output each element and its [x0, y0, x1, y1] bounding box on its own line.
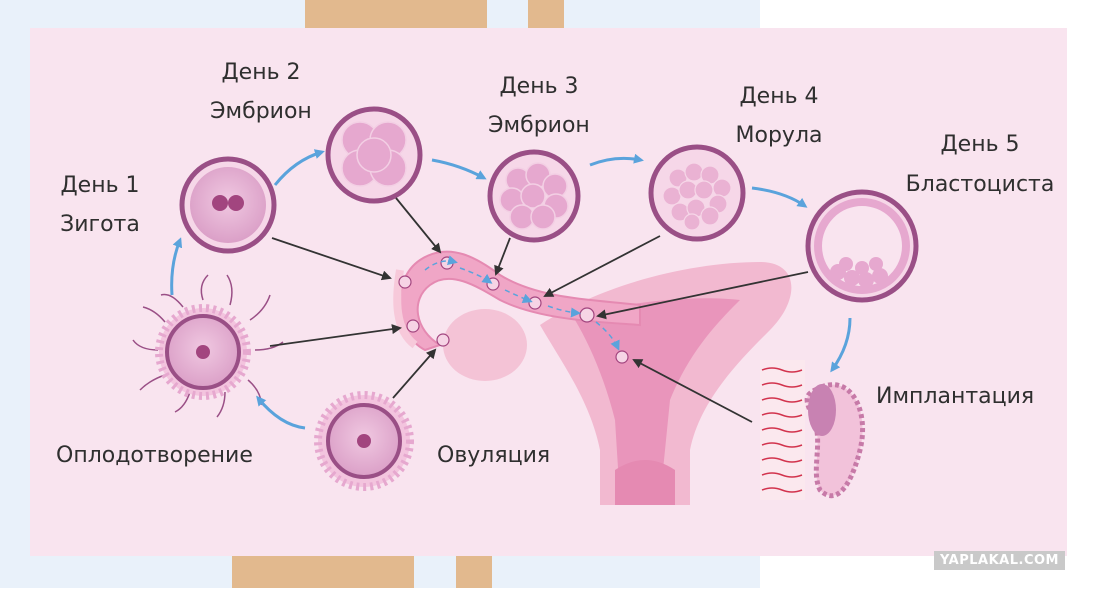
ovary: [443, 309, 527, 381]
label-ovulation: Овуляция: [437, 443, 551, 468]
watermark: YAPLAKAL.COM: [934, 551, 1065, 570]
morula-cell: [648, 144, 746, 242]
label-embryo-day2: Эмбрион: [210, 99, 312, 124]
fertilization-egg: [132, 274, 284, 418]
diagram-panel: [30, 28, 1067, 556]
label-day3: День 3: [499, 74, 579, 99]
label-zygote: Зигота: [60, 212, 140, 237]
implantation-illustration: [760, 360, 866, 500]
label-day4: День 4: [739, 84, 819, 109]
label-embryo-day3: Эмбрион: [488, 113, 590, 138]
label-day2: День 2: [221, 60, 301, 85]
label-fertilization: Оплодотворение: [56, 443, 253, 468]
pointer-arrows: [269, 197, 809, 423]
tube-cells: [398, 256, 629, 364]
cervix: [615, 460, 675, 505]
uterus-illustration: [393, 250, 792, 505]
fallopian-tube: [399, 250, 641, 352]
label-day1: День 1: [60, 173, 140, 198]
day3-embryo-cell: [487, 149, 581, 243]
blastocyst-cell: [805, 189, 919, 303]
label-implantation: Имплантация: [876, 384, 1035, 409]
cycle-arrows: [170, 149, 852, 430]
zygote-cell: [179, 156, 277, 254]
ovulation-egg: [314, 391, 414, 491]
label-morula: Морула: [735, 123, 823, 148]
day2-embryo-cell: [325, 106, 423, 204]
label-day5: День 5: [940, 132, 1020, 157]
label-blastocyst: Бластоциста: [905, 172, 1055, 197]
fimbriae: [393, 269, 418, 349]
